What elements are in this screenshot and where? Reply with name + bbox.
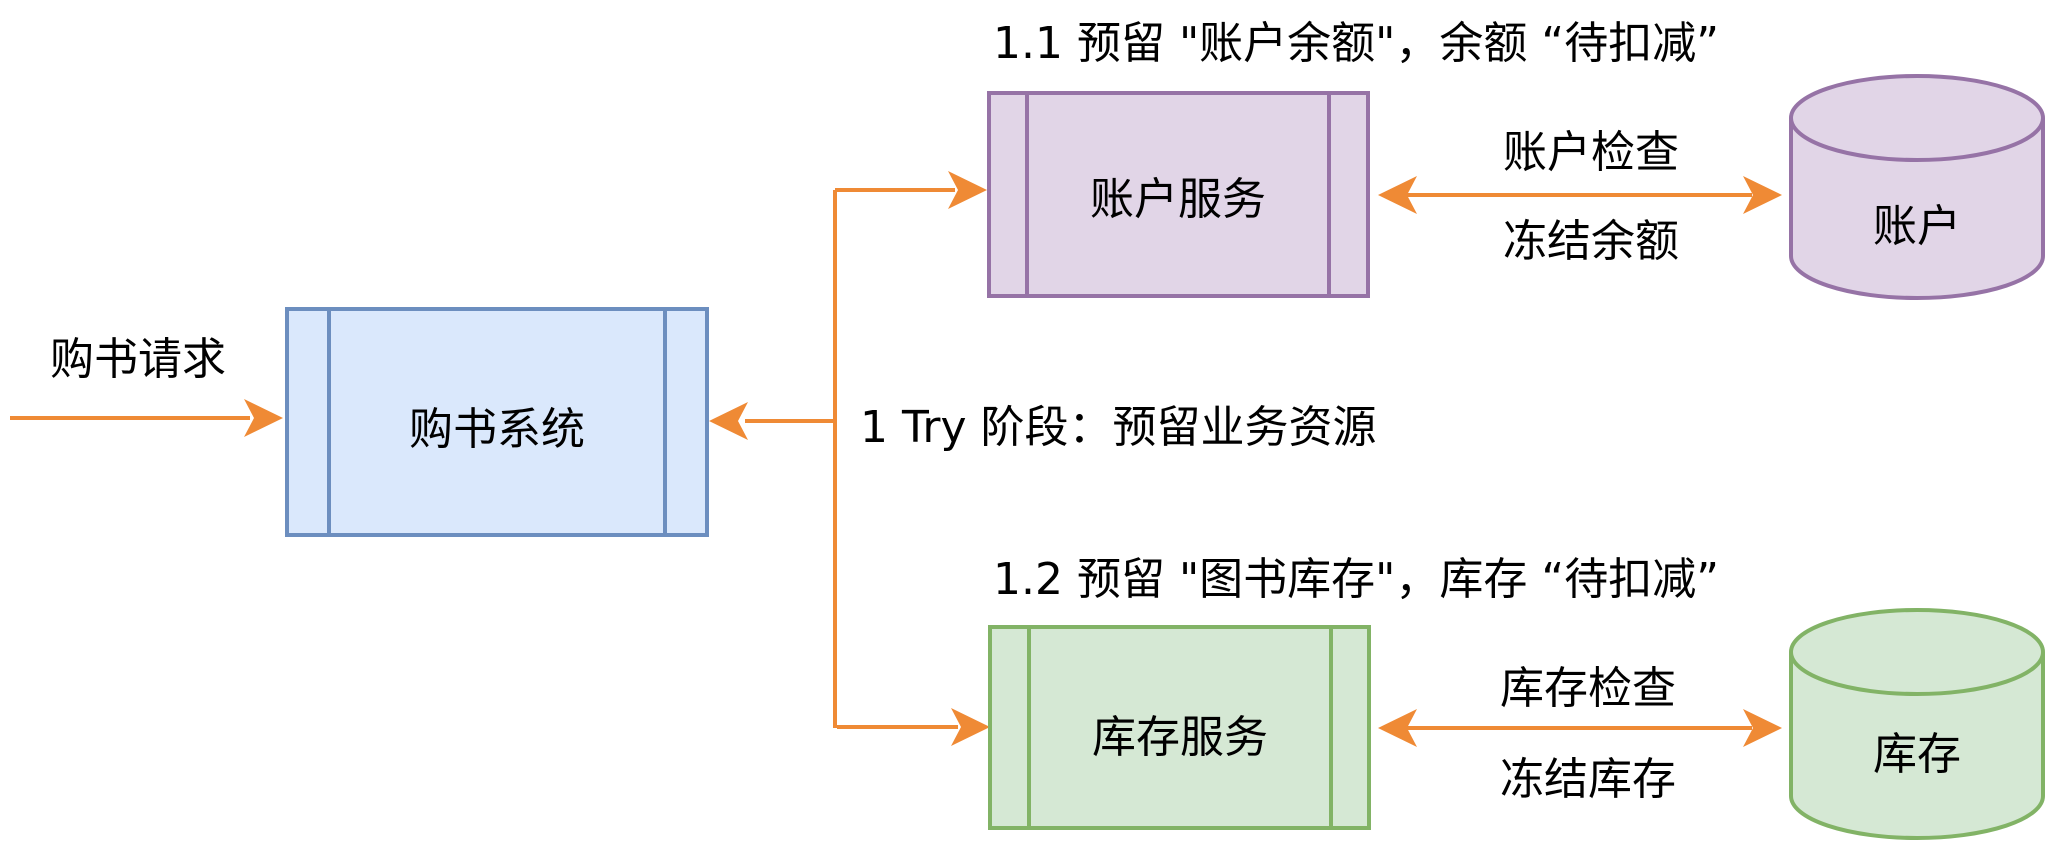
arrow-to-bookstore (709, 402, 748, 440)
inventory-service-label: 库存服务 (1092, 712, 1268, 763)
bookstore-system-label: 购书系统 (409, 404, 585, 455)
inventory-database-cylinder[interactable] (1789, 608, 2045, 840)
bookstore-system-box[interactable] (285, 307, 709, 537)
branch-connector (709, 171, 990, 746)
inventory-database-label: 库存 (1873, 729, 1961, 780)
step-1-1-label: 1.1 预留 "账户余额"，余额 “待扣减” (993, 18, 1719, 69)
account-check-label: 账户检查 (1503, 127, 1679, 178)
phase-title: 1 Try 阶段：预留业务资源 (860, 402, 1377, 453)
freeze-inventory-label: 冻结库存 (1500, 754, 1676, 805)
account-database-cylinder[interactable] (1789, 74, 2045, 300)
inventory-check-label: 库存检查 (1500, 663, 1676, 714)
inventory-service-box[interactable] (988, 625, 1371, 830)
account-service-box[interactable] (987, 91, 1370, 298)
account-database-label: 账户 (1873, 201, 1961, 252)
account-double-arrow (1378, 176, 1782, 214)
arrow-to-account-service (948, 171, 987, 209)
arrow-to-inventory-service (951, 708, 990, 746)
input-label: 购书请求 (50, 334, 226, 385)
input-arrow (10, 399, 283, 437)
freeze-balance-label: 冻结余额 (1503, 216, 1679, 267)
inventory-double-arrow (1378, 709, 1782, 747)
step-1-2-label: 1.2 预留 "图书库存"，库存 “待扣减” (993, 554, 1719, 605)
account-service-label: 账户服务 (1090, 174, 1266, 225)
